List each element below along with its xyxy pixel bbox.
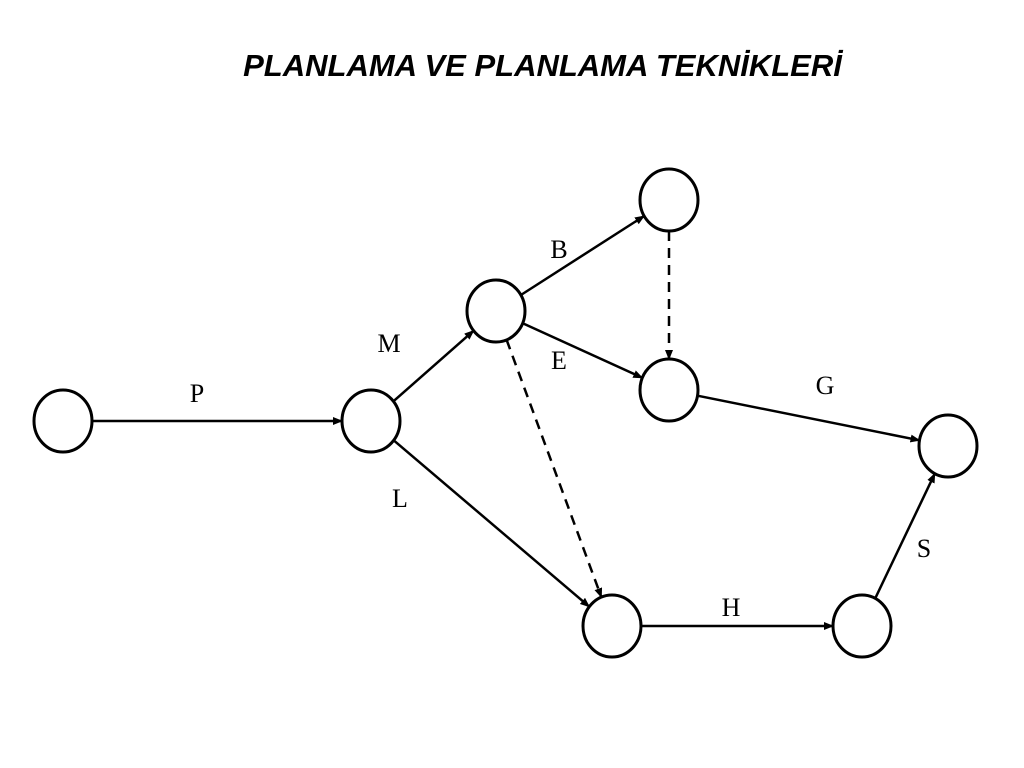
activity-label-h: H	[722, 593, 741, 622]
activity-label-m: M	[377, 329, 400, 358]
activity-arrow-g	[697, 394, 921, 443]
slide-title: PLANLAMA VE PLANLAMA TEKNİKLERİ	[243, 48, 842, 83]
edges-layer	[92, 214, 936, 630]
activity-label-s: S	[917, 534, 931, 563]
activity-label-b: B	[550, 235, 567, 264]
activity-label-g: G	[816, 371, 835, 400]
nodes-layer	[32, 167, 979, 659]
activity-arrow-l	[392, 439, 591, 608]
node-6	[581, 593, 643, 659]
node-7	[831, 593, 893, 659]
node-end	[917, 413, 979, 479]
node-start	[32, 388, 94, 454]
activity-label-e: E	[551, 346, 567, 375]
node-2	[340, 388, 402, 454]
dummy-activity-arrow-n3-n6	[505, 339, 603, 599]
node-4	[638, 167, 700, 233]
node-3	[465, 278, 527, 344]
activity-arrow-e	[522, 322, 644, 379]
activity-arrow-b	[520, 214, 645, 297]
activity-label-p: P	[190, 379, 204, 408]
activity-arrow-s	[874, 472, 936, 599]
node-5	[638, 357, 700, 423]
activity-arrow-m	[392, 329, 475, 403]
activity-label-l: L	[392, 484, 408, 513]
labels-layer: P M L B E G H S	[190, 235, 931, 622]
